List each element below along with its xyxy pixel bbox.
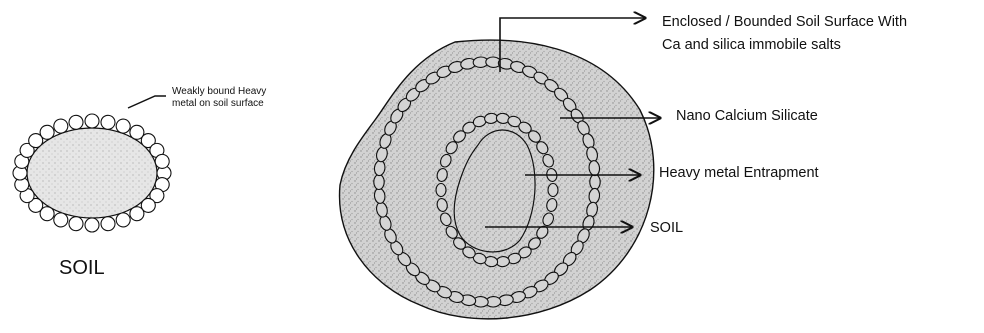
- weakly-bound-note-line2: metal on soil surface: [172, 98, 264, 110]
- heavy-metal-entrapment-label: Heavy metal Entrapment: [659, 163, 819, 183]
- left-soil-label: SOIL: [59, 257, 105, 279]
- heavy-metal-bead: [85, 218, 99, 232]
- left-soil-core: [27, 128, 157, 218]
- right-soil-aggregate: [340, 40, 654, 319]
- entrapment-bead: [436, 184, 446, 197]
- nano-silicate-bead: [374, 175, 384, 190]
- left-soil-particle: [13, 114, 171, 232]
- enclosed-surface-label-line2: Ca and silica immobile salts: [662, 35, 841, 55]
- enclosed-surface-label-line1: Enclosed / Bounded Soil Surface With: [662, 12, 907, 32]
- nano-silicate-bead: [590, 175, 600, 190]
- entrapment-bead: [548, 184, 558, 197]
- left-pointer-line: [128, 96, 166, 108]
- soil-core-label: SOIL: [650, 218, 683, 238]
- heavy-metal-bead: [85, 114, 99, 128]
- nano-calcium-silicate-label: Nano Calcium Silicate: [676, 106, 818, 126]
- weakly-bound-note-line1: Weakly bound Heavy: [172, 86, 266, 98]
